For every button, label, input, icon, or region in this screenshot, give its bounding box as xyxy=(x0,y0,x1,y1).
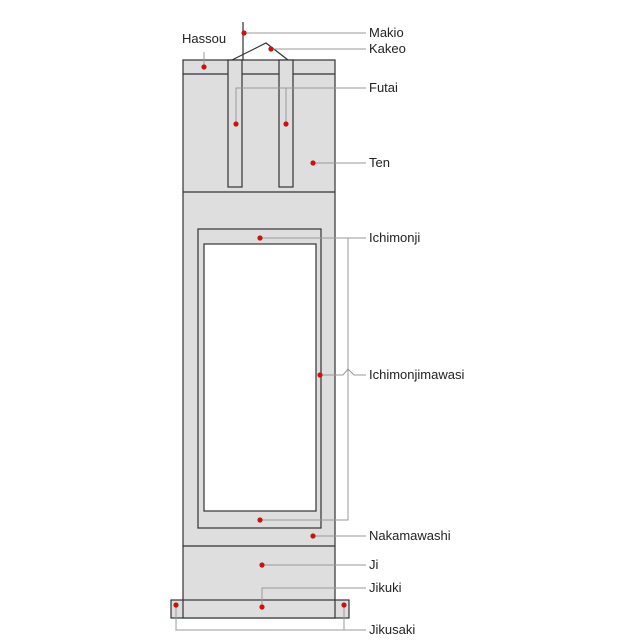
dot-makio xyxy=(241,30,247,36)
leader-futai xyxy=(235,87,366,124)
label-jikuki: Jikuki xyxy=(369,580,402,595)
leader-jikusaki xyxy=(175,605,366,631)
label-futai: Futai xyxy=(369,80,398,95)
dot-ichimonji-bottom xyxy=(257,517,263,523)
dot-ichimonjimawasi xyxy=(317,372,323,378)
dot-futai-left xyxy=(233,121,239,127)
dot-ji xyxy=(259,562,265,568)
dot-jikusaki-right xyxy=(341,602,347,608)
dot-hassou xyxy=(201,64,207,70)
leader-lines xyxy=(175,32,366,631)
leader-ichimonji xyxy=(260,237,349,521)
label-makio: Makio xyxy=(369,25,404,40)
label-nakamawashi: Nakamawashi xyxy=(369,528,451,543)
dot-kakeo xyxy=(268,46,274,52)
dot-ichimonji-top xyxy=(257,235,263,241)
jikusaki-roller xyxy=(170,599,350,619)
label-ten: Ten xyxy=(369,155,390,170)
dot-jikuki xyxy=(259,604,265,610)
leader-jikuki xyxy=(261,587,366,607)
dot-ten xyxy=(310,160,316,166)
label-kakeo: Kakeo xyxy=(369,41,406,56)
marker-dots xyxy=(173,30,347,610)
dot-jikusaki-left xyxy=(173,602,179,608)
leader-ichimonjimawasi xyxy=(320,368,366,376)
dot-futai-right xyxy=(283,121,289,127)
kakeo-cord xyxy=(231,42,289,61)
label-jikusaki: Jikusaki xyxy=(369,622,415,637)
dot-nakamawashi xyxy=(310,533,316,539)
label-ichimonjimawasi: Ichimonjimawasi xyxy=(369,367,464,382)
label-hassou: Hassou xyxy=(182,31,226,46)
label-ichimonji: Ichimonji xyxy=(369,230,420,245)
painting-area xyxy=(203,243,317,512)
label-ji: Ji xyxy=(369,557,379,572)
